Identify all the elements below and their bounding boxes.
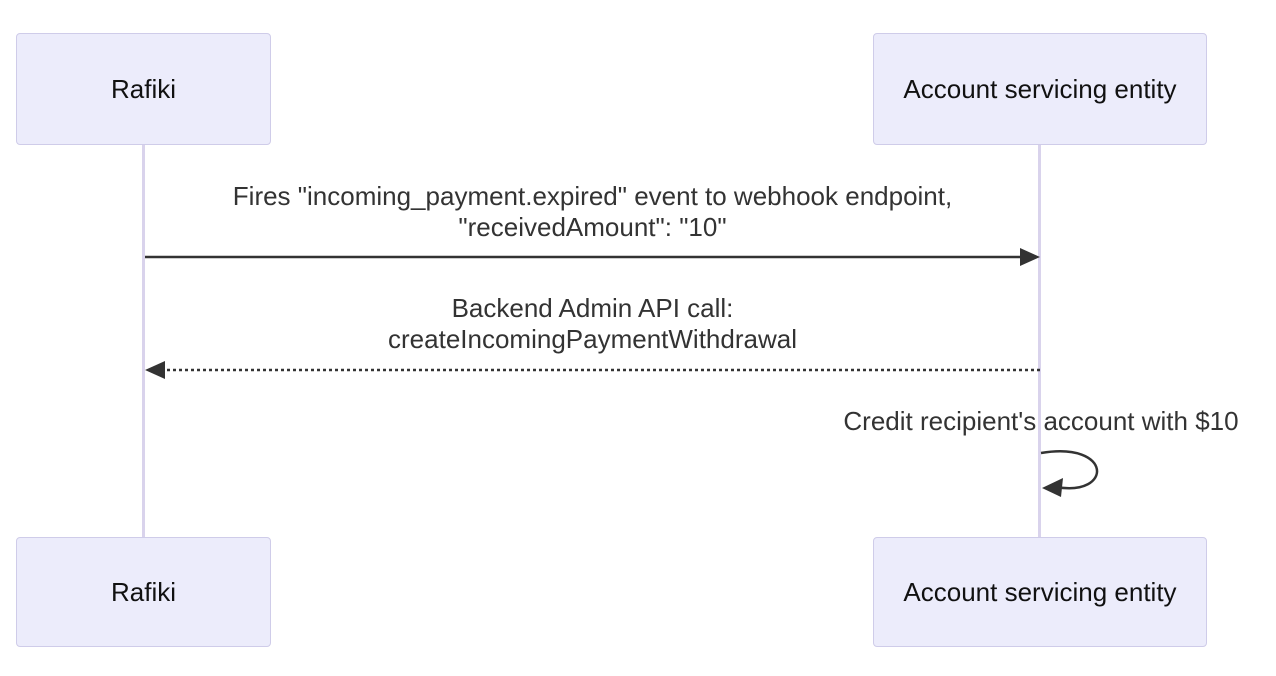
- self-loop-arrow: [1040, 450, 1099, 497]
- dashed-arrow-left: [145, 361, 1040, 379]
- lifeline-account-servicing-entity: [1038, 145, 1041, 537]
- message-text-2: Backend Admin API call: createIncomingPa…: [145, 293, 1040, 355]
- message-line: Fires "incoming_payment.expired" event t…: [232, 181, 953, 211]
- actor-label: Account servicing entity: [903, 576, 1177, 607]
- actor-box-rafiki-top: Rafiki: [16, 33, 271, 145]
- arrowhead-loop-icon: [1042, 478, 1063, 497]
- actor-box-account-servicing-entity-bottom: Account servicing entity: [873, 537, 1207, 647]
- actor-label: Account servicing entity: [903, 73, 1177, 104]
- message-line: "receivedAmount": "10": [458, 212, 727, 242]
- lifeline-rafiki: [142, 145, 145, 537]
- message-text-1: Fires "incoming_payment.expired" event t…: [145, 181, 1040, 243]
- actor-label: Rafiki: [110, 576, 176, 607]
- message-line: Backend Admin API call:: [451, 293, 734, 323]
- solid-arrow-right: [145, 248, 1040, 266]
- arrowhead-right-icon: [1020, 248, 1040, 266]
- actor-box-account-servicing-entity-top: Account servicing entity: [873, 33, 1207, 145]
- actor-box-rafiki-bottom: Rafiki: [16, 537, 271, 647]
- message-text-3: Credit recipient's account with $10: [817, 406, 1265, 437]
- message-line: Credit recipient's account with $10: [843, 406, 1239, 436]
- actor-label: Rafiki: [110, 73, 176, 104]
- message-line: createIncomingPaymentWithdrawal: [388, 324, 797, 354]
- arrowhead-left-icon: [145, 361, 165, 379]
